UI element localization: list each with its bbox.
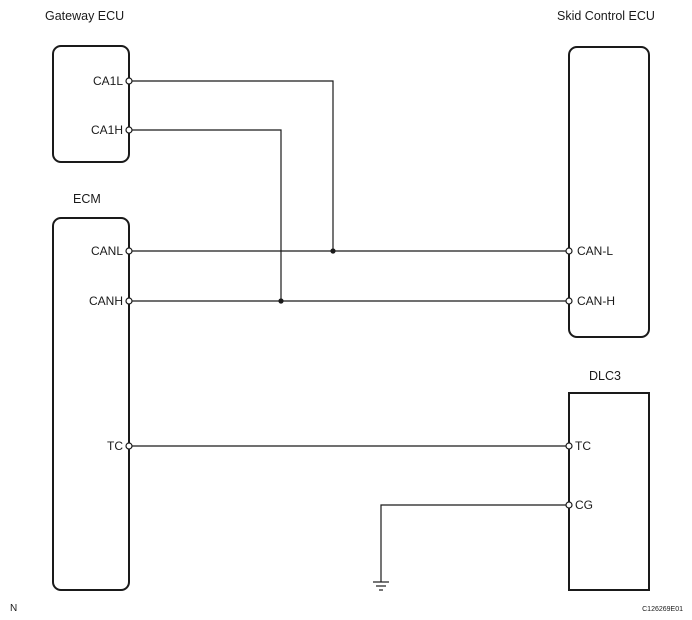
skid-control-ecu-title: Skid Control ECU bbox=[557, 9, 655, 23]
gateway-ecu-box bbox=[52, 45, 130, 163]
ground-icon bbox=[373, 581, 389, 591]
pin-terminal-cg bbox=[565, 501, 573, 509]
figure-code: C126269E01 bbox=[642, 606, 683, 613]
pin-label-ecm-tc: TC bbox=[107, 439, 123, 453]
pin-label-dlc3-tc: TC bbox=[575, 439, 591, 453]
pin-terminal-dlc3-tc bbox=[565, 442, 573, 450]
pin-terminal-ecm-tc bbox=[125, 442, 133, 450]
wire-ca1h bbox=[129, 129, 282, 301]
pin-label-canh: CANH bbox=[89, 294, 123, 308]
pin-label-cg: CG bbox=[575, 498, 593, 512]
junction-dot bbox=[278, 298, 284, 304]
pin-label-canl: CANL bbox=[91, 244, 123, 258]
pin-label-ca1l: CA1L bbox=[93, 74, 123, 88]
pin-terminal-canh bbox=[125, 297, 133, 305]
pin-terminal-ca1l bbox=[125, 77, 133, 85]
wire-ca1l bbox=[129, 80, 334, 251]
pin-terminal-can-h bbox=[565, 297, 573, 305]
ecm-box bbox=[52, 217, 130, 591]
gateway-ecu-title: Gateway ECU bbox=[45, 9, 124, 23]
skid-control-ecu-box bbox=[568, 46, 650, 338]
pin-label-can-l: CAN-L bbox=[577, 244, 613, 258]
pin-label-ca1h: CA1H bbox=[91, 123, 123, 137]
pin-label-can-h: CAN-H bbox=[577, 294, 615, 308]
dlc3-title: DLC3 bbox=[589, 369, 621, 383]
wire-cg bbox=[380, 504, 569, 582]
dlc3-box bbox=[568, 392, 650, 591]
junction-dot bbox=[330, 248, 336, 254]
footer-left-mark: N bbox=[10, 603, 17, 614]
pin-terminal-can-l bbox=[565, 247, 573, 255]
pin-terminal-ca1h bbox=[125, 126, 133, 134]
pin-terminal-canl bbox=[125, 247, 133, 255]
ecm-title: ECM bbox=[73, 192, 101, 206]
